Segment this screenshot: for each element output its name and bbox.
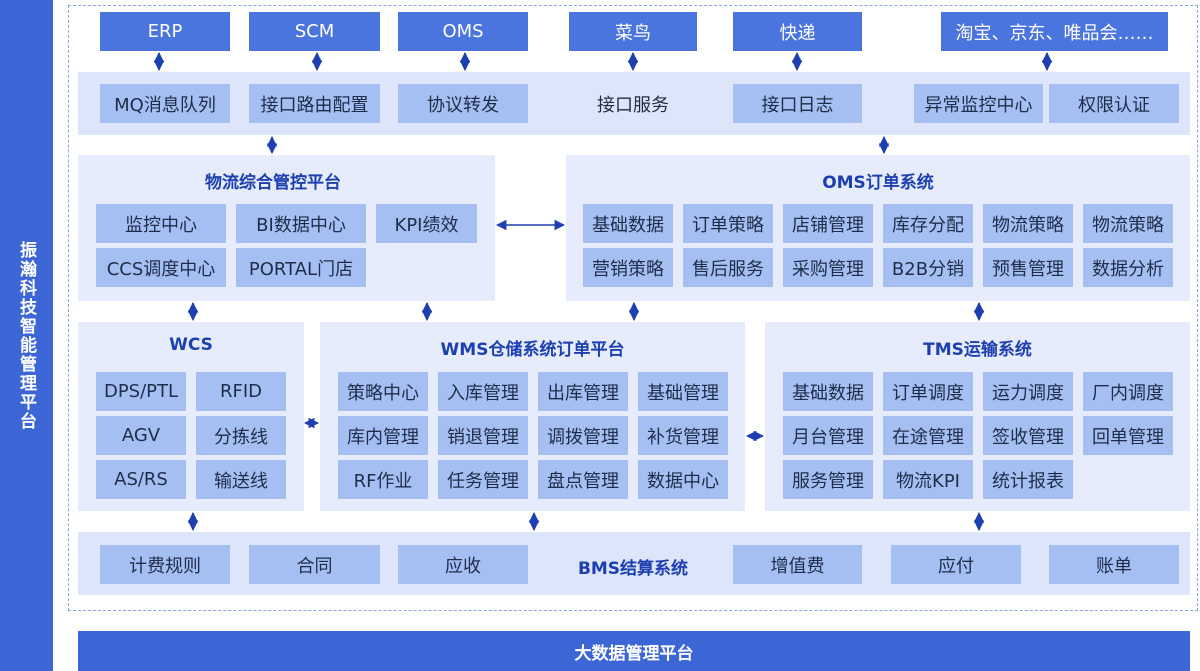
oms-item: 营销策略 [583, 248, 673, 287]
interface-item: 接口日志 [733, 84, 862, 123]
wms-item: 数据中心 [638, 460, 728, 499]
wms-item: 调拨管理 [538, 416, 628, 455]
wcs-item: 输送线 [196, 460, 286, 499]
tms-item: 月台管理 [783, 416, 873, 455]
wms-item: 策略中心 [338, 372, 428, 411]
sidebar: 振瀚科技智能管理平台 [0, 0, 53, 671]
tms-item: 统计报表 [983, 460, 1073, 499]
sidebar-label: 振瀚科技智能管理平台 [16, 240, 36, 431]
oms-item: 数据分析 [1083, 248, 1173, 287]
wcs-item: DPS/PTL [96, 372, 186, 411]
tms-item: 基础数据 [783, 372, 873, 411]
wcs-item: AGV [96, 416, 186, 455]
oms-item: 物流策略 [1083, 204, 1173, 243]
oms-title: OMS订单系统 [822, 173, 934, 193]
bms-item: 合同 [249, 545, 380, 584]
external-system-erp: ERP [100, 12, 230, 51]
oms-item: 库存分配 [883, 204, 973, 243]
oms-item: 采购管理 [783, 248, 873, 287]
external-system-express: 快递 [733, 12, 862, 51]
wms-item: 补货管理 [638, 416, 728, 455]
wcs-item: 分拣线 [196, 416, 286, 455]
oms-item: 基础数据 [583, 204, 673, 243]
tms-item: 订单调度 [883, 372, 973, 411]
tms-item: 厂内调度 [1083, 372, 1173, 411]
tms-item: 服务管理 [783, 460, 873, 499]
tms-title: TMS运输系统 [923, 340, 1032, 360]
oms-item: 售后服务 [683, 248, 773, 287]
tms-item: 运力调度 [983, 372, 1073, 411]
interface-item: 接口服务 [597, 94, 669, 116]
bms-item: 应收 [398, 545, 528, 584]
wms-title: WMS仓储系统订单平台 [440, 340, 625, 360]
wms-item: RF作业 [338, 460, 428, 499]
logistics-platform-item: BI数据中心 [236, 204, 366, 243]
wms-item: 盘点管理 [538, 460, 628, 499]
wcs-item: RFID [196, 372, 286, 411]
wcs-item: AS/RS [96, 460, 186, 499]
wms-item: 基础管理 [638, 372, 728, 411]
logistics-platform-item: 监控中心 [96, 204, 226, 243]
tms-item: 物流KPI [883, 460, 973, 499]
bms-item: 账单 [1049, 545, 1179, 584]
wms-item: 入库管理 [438, 372, 528, 411]
logistics-platform-item: CCS调度中心 [96, 248, 226, 287]
external-system-oms: OMS [398, 12, 528, 51]
oms-item: 预售管理 [983, 248, 1073, 287]
tms-item: 回单管理 [1083, 416, 1173, 455]
wcs-title: WCS [169, 335, 213, 355]
external-system-cainiao: 菜鸟 [569, 12, 697, 51]
logistics-platform-item: PORTAL门店 [236, 248, 366, 287]
wms-item: 库内管理 [338, 416, 428, 455]
bms-title: BMS结算系统 [577, 559, 689, 579]
wms-item: 任务管理 [438, 460, 528, 499]
platform-frame [68, 5, 1198, 611]
interface-item: 权限认证 [1049, 84, 1179, 123]
bms-item: 应付 [891, 545, 1021, 584]
tms-item: 签收管理 [983, 416, 1073, 455]
bms-item: 增值费 [733, 545, 862, 584]
external-system-scm: SCM [249, 12, 380, 51]
logistics-platform-title: 物流综合管控平台 [205, 173, 341, 193]
interface-item: 接口路由配置 [249, 84, 380, 123]
external-system-ecommerce: 淘宝、京东、唯品会…… [941, 12, 1168, 51]
oms-item: 订单策略 [683, 204, 773, 243]
wms-item: 出库管理 [538, 372, 628, 411]
tms-item: 在途管理 [883, 416, 973, 455]
bms-item: 计费规则 [100, 545, 230, 584]
big-data-platform-bar: 大数据管理平台 [78, 631, 1190, 671]
wms-item: 销退管理 [438, 416, 528, 455]
interface-item: 异常监控中心 [914, 84, 1043, 123]
interface-item: 协议转发 [398, 84, 528, 123]
interface-item: MQ消息队列 [100, 84, 230, 123]
oms-item: 物流策略 [983, 204, 1073, 243]
logistics-platform-item: KPI绩效 [376, 204, 477, 243]
oms-item: B2B分销 [883, 248, 973, 287]
oms-item: 店铺管理 [783, 204, 873, 243]
